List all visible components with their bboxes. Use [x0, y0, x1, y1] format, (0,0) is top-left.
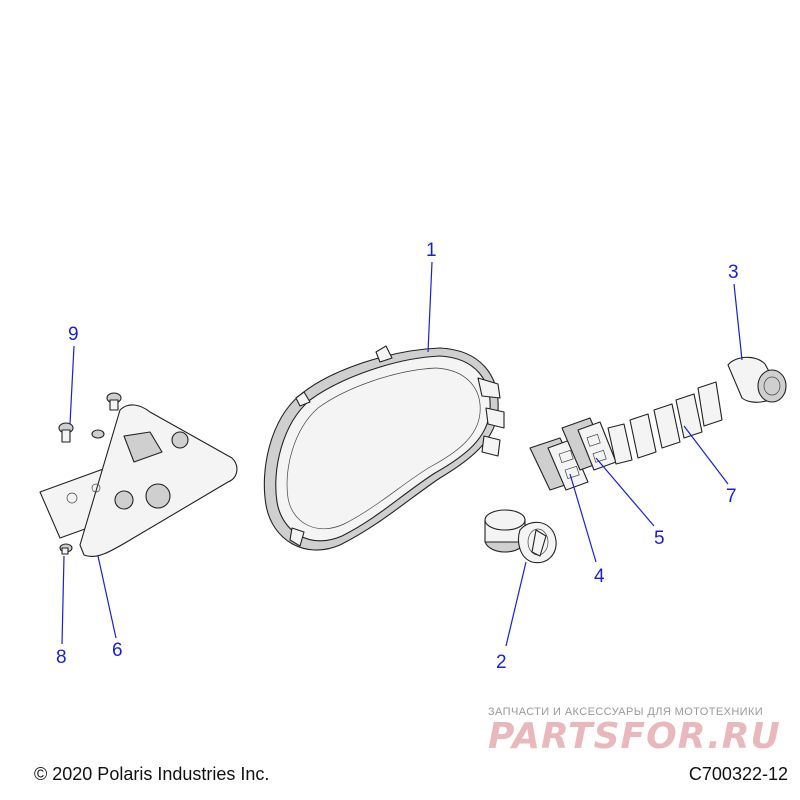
leader-line-9: [69, 345, 75, 425]
ignition-switch-part: [484, 509, 557, 564]
copyright-notice: © 2020 Polaris Industries Inc.: [34, 764, 270, 784]
mounting-bracket-part: [39, 404, 238, 558]
callout-4: 4: [594, 566, 605, 587]
callouts: 1 2 3 4 5 6 7 8 9: [56, 240, 739, 673]
leader-line-4: [569, 473, 597, 563]
leader-line-1: [427, 261, 433, 353]
screw-8-part: [59, 543, 73, 555]
callout-8: 8: [56, 647, 67, 668]
leader-line-5: [595, 457, 655, 527]
rocker-switch-4-part: [529, 437, 589, 491]
callout-1: 1: [426, 240, 437, 261]
callout-2: 2: [496, 652, 507, 673]
callout-3: 3: [728, 262, 739, 283]
callout-6: 6: [112, 640, 123, 661]
callout-5: 5: [654, 528, 665, 549]
drawing-code: C700322-12: [688, 764, 788, 784]
watermark-tagline: ЗАПЧАСТИ И АКСЕССУАРЫ ДЛЯ МОТОТЕХНИКИ: [488, 706, 764, 718]
power-outlet-part: [727, 356, 787, 403]
leader-lines: [61, 261, 743, 647]
leader-line-2: [505, 561, 527, 647]
leader-line-8: [61, 555, 65, 645]
leader-line-7: [683, 425, 729, 485]
leader-line-6: [97, 555, 117, 639]
instrument-cluster-part: [263, 345, 505, 551]
callout-9: 9: [68, 324, 79, 345]
callout-7: 7: [726, 486, 737, 507]
switch-blank-part: [607, 381, 723, 465]
watermark-logo: PARTSFOR.RU: [488, 716, 781, 757]
leader-line-3: [733, 283, 743, 361]
screw-9-part: [58, 392, 122, 443]
